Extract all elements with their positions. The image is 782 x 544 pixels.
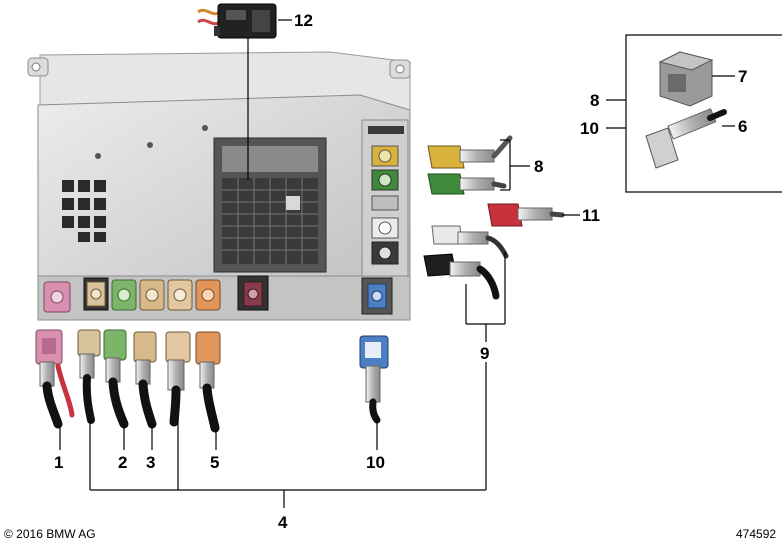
central-connector-block bbox=[213, 137, 327, 273]
callout-6: 6 bbox=[738, 117, 747, 136]
callout-2: 2 bbox=[118, 453, 127, 472]
callout-5: 5 bbox=[210, 453, 219, 472]
right-connector-column bbox=[361, 119, 409, 301]
part-4-cream-connector bbox=[165, 331, 191, 427]
callout-8-inset: 8 bbox=[590, 91, 599, 110]
part-11-red-angled-connector bbox=[487, 203, 565, 227]
leader-lines bbox=[59, 19, 735, 508]
callout-4: 4 bbox=[278, 513, 288, 532]
part-9-white-angled-connector bbox=[431, 225, 509, 259]
part-9-black-angled-connector bbox=[423, 253, 500, 300]
diagram-number: 474592 bbox=[736, 527, 776, 541]
part-8-green-angled-connector bbox=[427, 173, 507, 195]
callout-3: 3 bbox=[146, 453, 155, 472]
vent-grid bbox=[62, 180, 106, 242]
part-8-yellow-angled-connector bbox=[427, 135, 513, 169]
callout-7: 7 bbox=[738, 67, 747, 86]
part-6-angled-plug bbox=[645, 108, 727, 169]
callout-8-main: 8 bbox=[534, 157, 543, 176]
installed-connectors bbox=[43, 275, 393, 315]
callout-11: 11 bbox=[582, 206, 600, 225]
part-1-pink-connector bbox=[35, 329, 75, 429]
part-3-tan-connector bbox=[133, 331, 157, 429]
part-10-blue-connector bbox=[359, 335, 389, 424]
inset-box bbox=[625, 34, 782, 193]
part-7-grey-cap bbox=[658, 51, 714, 107]
part-5-orange-connector bbox=[195, 331, 221, 433]
part-12-harness-plug bbox=[197, 3, 277, 39]
copyright-text: © 2016 BMW AG bbox=[4, 527, 96, 541]
head-unit bbox=[27, 51, 411, 321]
callout-12: 12 bbox=[294, 11, 313, 30]
callout-1: 1 bbox=[54, 453, 63, 472]
part-2-green-connector bbox=[103, 329, 129, 429]
callout-9: 9 bbox=[480, 344, 489, 363]
callout-10-main: 10 bbox=[366, 453, 385, 472]
part-4-beige-connector bbox=[77, 329, 101, 424]
callout-10-inset: 10 bbox=[580, 119, 599, 138]
